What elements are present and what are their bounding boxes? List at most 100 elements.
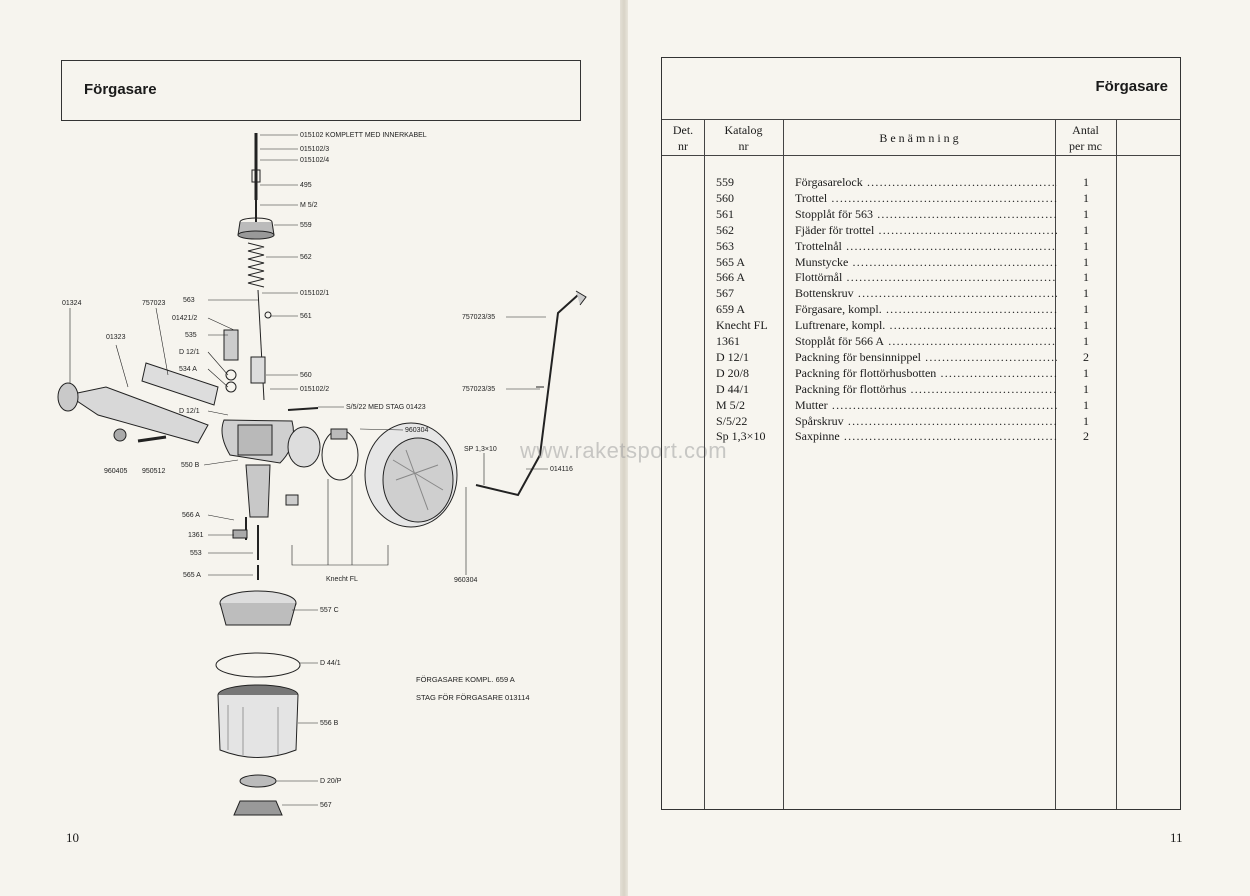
row-description: Munstycke — [795, 255, 1057, 270]
label-knecht-fl: Knecht FL — [326, 576, 358, 583]
row-quantity: 1 — [1083, 318, 1089, 333]
row-quantity: 1 — [1083, 222, 1089, 237]
left-header-box: Förgasare — [61, 60, 581, 121]
row-description: Förgasarelock — [795, 175, 1057, 190]
parts-table: Förgasare Det. nr Katalog nr B e n ä m n… — [661, 57, 1181, 810]
label-562: 562 — [300, 254, 312, 261]
row-catalog-number: 562 — [716, 222, 734, 237]
table-row: 567Bottenskruv1 — [662, 286, 1180, 302]
column-divider — [704, 119, 705, 809]
row-quantity: 1 — [1083, 302, 1089, 317]
row-description: Packning för flottörhus — [795, 382, 1057, 397]
row-description: Saxpinne — [795, 429, 1057, 444]
row-catalog-number: 659 A — [716, 302, 746, 317]
row-quantity: 1 — [1083, 413, 1089, 428]
label-01421-2: 01421/2 — [172, 315, 197, 322]
carburetor-exploded-diagram: 015102 KOMPLETT MED INNERKABEL 015102/3 … — [57, 132, 587, 816]
label-535: 535 — [185, 332, 197, 339]
column-header-antal-line2: per mc — [1069, 139, 1102, 153]
label-015102-1: 015102/1 — [300, 290, 329, 297]
label-sp-1-3x10: SP 1,3×10 — [464, 446, 497, 453]
label-015102-2: 015102/2 — [300, 386, 329, 393]
table-row: 560 Trottel 1 — [662, 191, 1180, 207]
table-row: 566 AFlottörnål1 — [662, 270, 1180, 286]
row-description: Mutter — [795, 398, 1057, 413]
label-015102: 015102 KOMPLETT MED INNERKABEL — [300, 132, 427, 139]
label-560: 560 — [300, 372, 312, 379]
row-description: Flottörnål — [795, 270, 1057, 285]
row-catalog-number: 563 — [716, 238, 734, 253]
table-header-rule — [662, 155, 1180, 156]
label-550b: 550 B — [181, 462, 200, 469]
row-catalog-number: 567 — [716, 286, 734, 301]
column-divider — [1116, 119, 1117, 809]
column-header-katalog-line1: Katalog — [724, 123, 763, 137]
table-top-rule — [662, 119, 1180, 120]
right-page-number: 11 — [1170, 830, 1183, 845]
label-d12-1-a: D 12/1 — [179, 349, 200, 356]
label-950512: 950512 — [142, 468, 165, 475]
label-015102-3: 015102/3 — [300, 146, 329, 153]
label-d20-p: D 20/P — [320, 778, 342, 785]
row-description: Spårskruv — [795, 414, 1057, 429]
row-quantity: 1 — [1083, 397, 1089, 412]
row-catalog-number: Sp 1,3×10 — [716, 429, 766, 444]
row-catalog-number: M 5/2 — [716, 397, 746, 412]
column-header-det-line2: nr — [678, 139, 688, 153]
label-565a: 565 A — [183, 572, 201, 579]
left-page-title: Förgasare — [84, 81, 157, 98]
row-quantity: 2 — [1083, 349, 1089, 364]
column-divider — [783, 119, 784, 809]
label-960304-top: 960304 — [405, 427, 428, 434]
label-553: 553 — [190, 550, 202, 557]
row-catalog-number: Knecht FL — [716, 318, 768, 333]
label-1361: 1361 — [188, 532, 204, 539]
row-catalog-number: 560 — [716, 190, 734, 205]
table-row: M 5/2 Mutter 1 — [662, 398, 1180, 414]
row-quantity: 1 — [1083, 365, 1089, 380]
row-quantity: 1 — [1083, 334, 1089, 348]
label-495: 495 — [300, 182, 312, 189]
label-557c: 557 C — [320, 607, 339, 614]
column-divider — [1055, 119, 1056, 809]
row-quantity: 1 — [1083, 286, 1089, 301]
label-01324: 01324 — [62, 300, 82, 307]
column-header-det-line1: Det. — [672, 123, 694, 137]
row-description: Packning för bensinnippel — [795, 350, 1057, 365]
row-description: Trottel — [795, 191, 1057, 206]
label-563: 563 — [183, 297, 195, 304]
right-page — [626, 0, 1250, 896]
column-header-benamning: B e n ä m n i n g — [879, 131, 959, 145]
row-quantity: 1 — [1083, 190, 1089, 205]
label-s5-22: S/5/22 MED STAG 01423 — [346, 404, 426, 411]
row-description: Stopplåt för 563 — [795, 207, 1057, 222]
row-catalog-number: 565 A — [716, 254, 746, 269]
row-description: Trottelnål — [795, 239, 1057, 254]
label-d44-1: D 44/1 — [320, 660, 341, 667]
row-catalog-number: D 20/8 — [716, 365, 749, 380]
label-534a: 534 A — [179, 366, 197, 373]
label-757023-35-b: 757023/35 — [462, 386, 495, 393]
label-757023: 757023 — [142, 300, 165, 307]
column-header-katalog-line2: nr — [738, 139, 749, 153]
row-catalog-number: 559 — [716, 175, 734, 189]
row-description: Stopplåt för 566 A — [795, 334, 1057, 349]
label-015102-4: 015102/4 — [300, 157, 329, 164]
column-header-antal-line1: Antal — [1072, 123, 1099, 137]
label-960405: 960405 — [104, 468, 127, 475]
label-014116: 014116 — [550, 466, 573, 473]
table-row: 559Förgasarelock1 — [662, 175, 1180, 191]
table-row: 563 Trottelnål 1 — [662, 239, 1180, 255]
row-quantity: 1 — [1083, 270, 1089, 285]
right-page-title: Förgasare — [1095, 78, 1168, 95]
table-row: Sp 1,3×10Saxpinne2 — [662, 429, 1180, 445]
book-gutter — [620, 0, 628, 896]
table-row: 565 AMunstycke1 — [662, 255, 1180, 271]
row-quantity: 1 — [1083, 238, 1089, 253]
column-header-det: Det. nr — [662, 122, 704, 154]
